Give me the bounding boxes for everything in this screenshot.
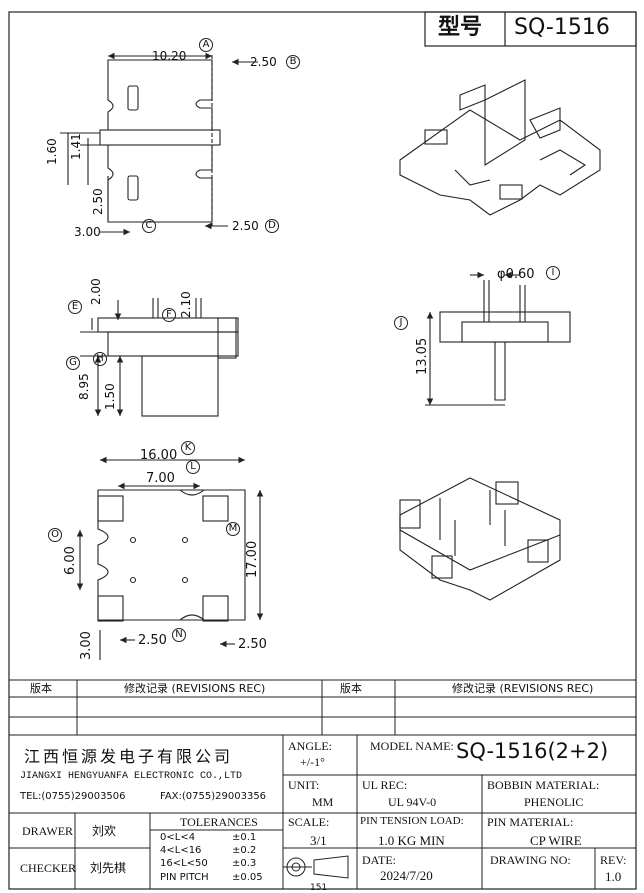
scale-value: 3/1: [310, 833, 327, 848]
table-grid: [9, 679, 636, 889]
end-view: [425, 271, 571, 406]
rev-col-record-1: 修改记录 (REVISIONS REC): [124, 682, 266, 695]
rev-col-record-2: 修改记录 (REVISIONS REC): [452, 682, 594, 695]
dim-bottom-2: 7.00: [146, 471, 175, 486]
tolerances-label: TOLERANCES: [180, 815, 258, 829]
tol-range-3: 16<L<50: [160, 858, 208, 869]
header-box: [424, 11, 637, 47]
dim-top-6: 3.00: [74, 225, 101, 239]
angle-value: +/-1°: [300, 755, 325, 769]
scale-label: SCALE:: [288, 815, 330, 829]
marker-n: N: [172, 628, 186, 642]
checker-label: CHECKER: [20, 861, 77, 875]
pin-material-value: CP WIRE: [530, 833, 582, 848]
drawer-value: 刘欢: [92, 824, 117, 838]
date-label: DATE:: [362, 853, 396, 867]
tol-value-4: ±0.05: [232, 872, 263, 883]
dim-end-1: φ0.60: [497, 267, 535, 282]
pin-material-label: PIN MATERIAL:: [487, 815, 574, 829]
iso-view-top: [399, 79, 601, 216]
drawing-no-label: DRAWING NO:: [490, 853, 571, 867]
dim-end-2: 13.05: [415, 337, 430, 375]
model-name-label: MODEL NAME:: [370, 739, 454, 753]
marker-d: D: [265, 219, 279, 233]
top-view: [60, 52, 258, 236]
sheet-frame: [8, 11, 637, 890]
dim-top-3: 1.60: [45, 138, 59, 165]
ul-label: UL REC:: [362, 778, 408, 792]
marker-j: J: [394, 316, 408, 330]
dim-top-7: 2.50: [232, 219, 259, 233]
unit-label: UNIT:: [288, 778, 320, 792]
marker-b: B: [286, 55, 300, 69]
marker-m: M: [226, 522, 240, 536]
marker-g: G: [66, 356, 80, 370]
angle-label: ANGLE:: [288, 739, 332, 753]
dim-bottom-4: 17.00: [245, 540, 260, 578]
bobbin-value: PHENOLIC: [524, 795, 584, 809]
marker-k: K: [181, 441, 195, 455]
dim-bottom-6: 2.50: [138, 633, 167, 648]
dim-side-4: 1.50: [103, 383, 117, 410]
tol-range-2: 4<L<16: [160, 845, 202, 856]
company-fax: FAX:(0755)29003356: [160, 791, 267, 802]
rev-col-version-1: 版本: [30, 682, 52, 695]
marker-e: E: [68, 300, 82, 314]
dim-top-4: 1.41: [69, 133, 83, 160]
marker-l: L: [186, 460, 200, 474]
dim-side-3: 8.95: [77, 373, 91, 400]
rev-label: REV:: [600, 853, 627, 867]
footer-number: 151: [310, 883, 328, 893]
iso-view-bottom: [399, 477, 561, 601]
company-en: JIANGXI HENGYUANFA ELECTRONIC CO.,LTD: [20, 771, 243, 782]
marker-c: C: [142, 219, 156, 233]
model-name-value: SQ-1516(2+2): [456, 739, 609, 763]
model-value: SQ-1516: [514, 15, 610, 40]
bobbin-label: BOBBIN MATERIAL:: [487, 778, 600, 792]
unit-value: MM: [312, 795, 334, 809]
checker-value: 刘先棋: [90, 861, 127, 875]
marker-o: O: [48, 528, 62, 542]
model-label: 型号: [438, 15, 483, 40]
ul-value: UL 94V-0: [388, 795, 437, 809]
marker-i: I: [546, 266, 560, 280]
pin-tension-value: 1.0 KG MIN: [378, 833, 445, 848]
company-cn: 江西恒源发电子有限公司: [24, 747, 234, 766]
tol-range-1: 0<L<4: [160, 832, 196, 843]
dim-side-1: 2.00: [89, 278, 103, 305]
dim-bottom-1: 16.00: [140, 448, 178, 463]
date-value: 2024/7/20: [380, 868, 433, 883]
dim-top-2: 2.50: [250, 55, 277, 69]
drawer-label: DRAWER: [22, 824, 74, 838]
dim-top-5: 2.50: [91, 188, 105, 215]
marker-f: F: [162, 308, 176, 322]
dim-bottom-3: 6.00: [63, 546, 78, 575]
tol-range-4: PIN PITCH: [160, 872, 209, 883]
marker-h: H: [93, 352, 107, 366]
dim-top-1: 10.20: [152, 49, 187, 63]
rev-value: 1.0: [605, 869, 622, 884]
rev-col-version-2: 版本: [340, 682, 362, 695]
bottom-view: [76, 456, 264, 660]
company-tel: TEL:(0755)29003506: [20, 791, 126, 802]
tol-value-1: ±0.1: [232, 832, 257, 843]
pin-tension-label: PIN TENSION LOAD:: [360, 815, 464, 827]
marker-a: A: [199, 38, 213, 52]
dim-side-2: 2.10: [179, 291, 193, 318]
dim-bottom-5: 3.00: [79, 631, 94, 660]
dim-bottom-7: 2.50: [238, 637, 267, 652]
tol-value-2: ±0.2: [232, 845, 257, 856]
tol-value-3: ±0.3: [232, 858, 257, 869]
